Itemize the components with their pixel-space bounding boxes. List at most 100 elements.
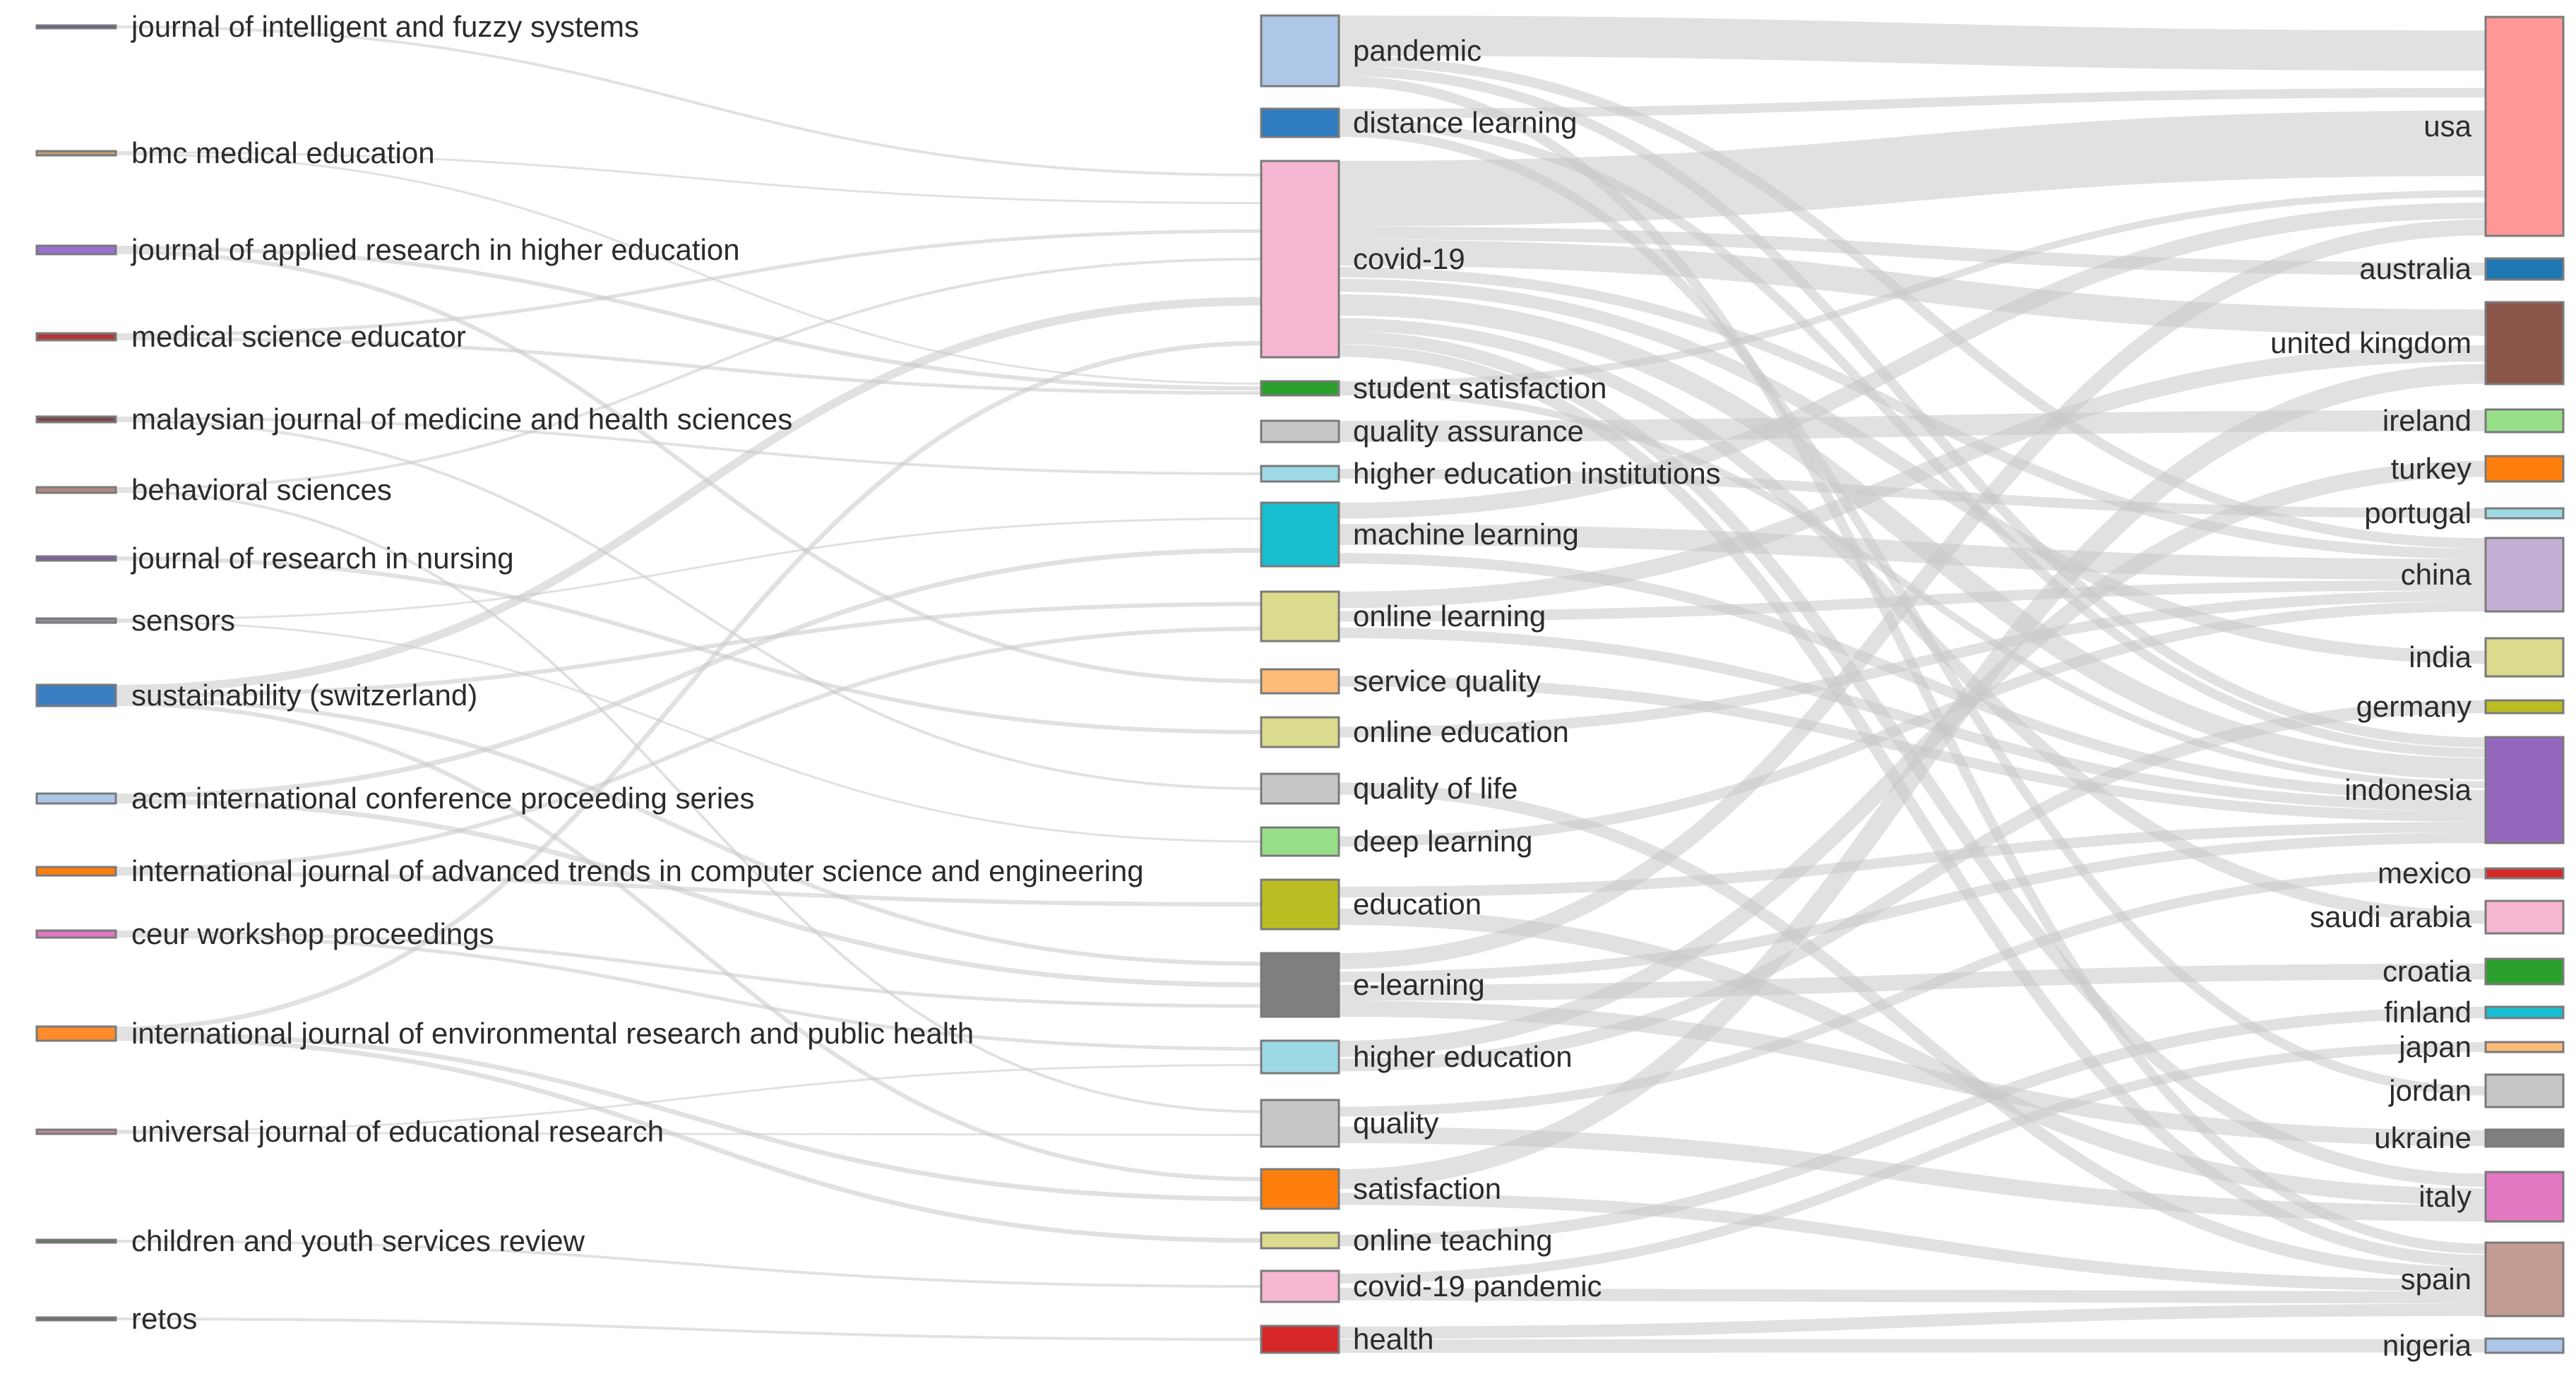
link-source-malaysian-journal-of-medicine-and-health-sciences-to-higher-education-institutions (115, 417, 1262, 475)
country-label-china: china (2401, 558, 2472, 591)
keyword-node-higher-education-institutions (1260, 465, 1340, 483)
source-label-bmc-medical-education: bmc medical education (131, 136, 435, 169)
link-source-journal-of-applied-research-in-higher-education-to-student-satisfaction (115, 246, 1262, 390)
country-node-japan (2484, 1041, 2565, 1053)
keyword-node-distance-learning (1260, 107, 1340, 138)
keyword-node-covid-19-pandemic (1260, 1269, 1340, 1303)
keyword-label-online-education: online education (1353, 715, 1569, 748)
link-source-international-journal-of-environmental-research-and-public-health-to-online-teaching (115, 1036, 1262, 1243)
keyword-label-education: education (1353, 887, 1481, 921)
link-keyword-covid-19-to-indonesia (1338, 294, 2486, 779)
link-source-sustainability-switzerland-to-online-learning (115, 602, 1262, 698)
source-label-international-journal-of-advanced-trends-in-computer-science-and-engineering: international journal of advanced trends… (131, 854, 1144, 887)
country-node-ireland (2484, 408, 2565, 434)
link-keyword-e-learning-to-indonesia (1338, 832, 2486, 983)
country-label-croatia: croatia (2383, 955, 2472, 988)
country-label-portugal: portugal (2364, 496, 2471, 530)
country-label-finland: finland (2384, 996, 2471, 1029)
keyword-node-service-quality (1260, 668, 1340, 695)
link-keyword-satisfaction-to-spain (1338, 1192, 2486, 1292)
source-label-international-journal-of-environmental-research-and-public-health: international journal of environmental r… (131, 1017, 974, 1050)
keyword-label-online-learning: online learning (1353, 599, 1546, 633)
link-keyword-e-learning-to-usa (1338, 219, 2486, 969)
country-label-italy: italy (2419, 1180, 2471, 1213)
country-label-nigeria: nigeria (2383, 1329, 2472, 1362)
keyword-node-online-learning (1260, 590, 1340, 642)
country-node-united-kingdom (2484, 301, 2565, 385)
source-label-children-and-youth-services-review: children and youth services review (131, 1224, 585, 1257)
link-source-universal-journal-of-educational-research-to-higher-education (115, 1064, 1262, 1132)
country-node-china (2484, 537, 2565, 613)
link-keyword-pandemic-to-usa (1338, 16, 2486, 71)
link-source-sensors-to-deep-learning (115, 621, 1262, 843)
sankey-links (115, 16, 2486, 1353)
link-keyword-health-to-spain (1338, 1303, 2486, 1339)
link-keyword-covid-19-to-china (1338, 267, 2486, 559)
link-source-sustainability-switzerland-to-covid-19 (115, 297, 1262, 693)
link-keyword-online-education-to-china (1338, 590, 2486, 738)
keyword-node-online-education (1260, 716, 1340, 748)
source-label-medical-science-educator: medical science educator (131, 320, 466, 353)
source-node-malaysian-journal-of-medicine-and-health-sciences (35, 415, 117, 424)
keyword-label-student-satisfaction: student satisfaction (1353, 371, 1607, 405)
keyword-label-covid-19-pandemic: covid-19 pandemic (1353, 1269, 1602, 1303)
country-node-ukraine (2484, 1128, 2565, 1148)
link-keyword-online-teaching-to-finland (1338, 1007, 2486, 1246)
keyword-node-education (1260, 878, 1340, 931)
link-source-journal-of-research-in-nursing-to-online-education (115, 556, 1262, 734)
keyword-node-quality-assurance (1260, 419, 1340, 443)
link-source-sustainability-switzerland-to-e-learning (115, 698, 1262, 966)
country-node-germany (2484, 699, 2565, 715)
keyword-label-e-learning: e-learning (1353, 968, 1485, 1001)
sankey-nodes (35, 14, 2565, 1354)
link-keyword-covid-19-pandemic-to-japan (1338, 1042, 2486, 1284)
source-label-sensors: sensors (131, 604, 235, 637)
source-label-journal-of-intelligent-and-fuzzy-systems: journal of intelligent and fuzzy systems (130, 10, 639, 43)
source-node-sustainability-switzerland (35, 683, 117, 707)
link-source-medical-science-educator-to-student-satisfaction (115, 337, 1262, 395)
country-node-spain (2484, 1241, 2565, 1317)
source-node-journal-of-applied-research-in-higher-education (35, 244, 117, 256)
keyword-node-satisfaction (1260, 1168, 1340, 1210)
keyword-label-pandemic: pandemic (1353, 34, 1481, 67)
link-source-medical-science-educator-to-covid-19 (115, 229, 1262, 337)
country-node-finland (2484, 1005, 2565, 1020)
link-keyword-machine-learning-to-usa (1338, 202, 2486, 519)
source-label-sustainability-switzerland: sustainability (switzerland) (131, 678, 477, 712)
keyword-node-quality (1260, 1099, 1340, 1148)
source-label-malaysian-journal-of-medicine-and-health-sciences: malaysian journal of medicine and health… (131, 402, 792, 436)
link-keyword-deep-learning-to-china (1338, 601, 2486, 847)
country-label-usa: usa (2423, 109, 2471, 143)
source-label-journal-of-research-in-nursing: journal of research in nursing (130, 542, 514, 575)
country-label-turkey: turkey (2391, 452, 2471, 485)
keyword-node-machine-learning (1260, 501, 1340, 568)
keyword-label-health: health (1353, 1322, 1433, 1356)
country-node-croatia (2484, 957, 2565, 986)
link-source-ceur-workshop-proceedings-to-e-learning (115, 931, 1262, 1008)
country-node-mexico (2484, 867, 2565, 880)
link-keyword-distance-learning-to-usa (1338, 88, 2486, 119)
keyword-node-deep-learning (1260, 826, 1340, 857)
country-label-united-kingdom: united kingdom (2270, 326, 2471, 359)
keyword-node-higher-education (1260, 1039, 1340, 1075)
source-node-medical-science-educator (35, 332, 117, 342)
link-keyword-education-to-indonesia (1338, 822, 2486, 897)
keyword-label-higher-education-institutions: higher education institutions (1353, 457, 1721, 490)
keyword-node-quality-of-life (1260, 772, 1340, 805)
link-source-malaysian-journal-of-medicine-and-health-sciences-to-quality-of-life (115, 419, 1262, 790)
keyword-label-distance-learning: distance learning (1353, 106, 1578, 139)
link-keyword-online-learning-to-united-kingdom (1338, 345, 2486, 609)
link-source-behavioral-sciences-to-covid-19 (115, 258, 1262, 490)
sankey-labels: journal of intelligent and fuzzy systems… (130, 10, 2472, 1362)
link-keyword-higher-education-to-germany (1338, 700, 2486, 1072)
link-source-international-journal-of-advanced-trends-in-computer-science-and-engineering-to-online-learning (115, 626, 1262, 871)
link-keyword-covid-19-to-usa (1338, 110, 2486, 227)
keyword-node-covid-19 (1260, 160, 1340, 359)
country-label-indonesia: indonesia (2344, 773, 2471, 806)
keyword-label-deep-learning: deep learning (1353, 825, 1533, 858)
link-source-journal-of-applied-research-in-higher-education-to-service-quality (115, 250, 1262, 683)
link-keyword-machine-learning-to-china (1338, 524, 2486, 580)
source-node-universal-journal-of-educational-research (35, 1128, 117, 1135)
source-node-retos (35, 1316, 117, 1322)
link-keyword-student-satisfaction-to-usa (1338, 190, 2486, 388)
